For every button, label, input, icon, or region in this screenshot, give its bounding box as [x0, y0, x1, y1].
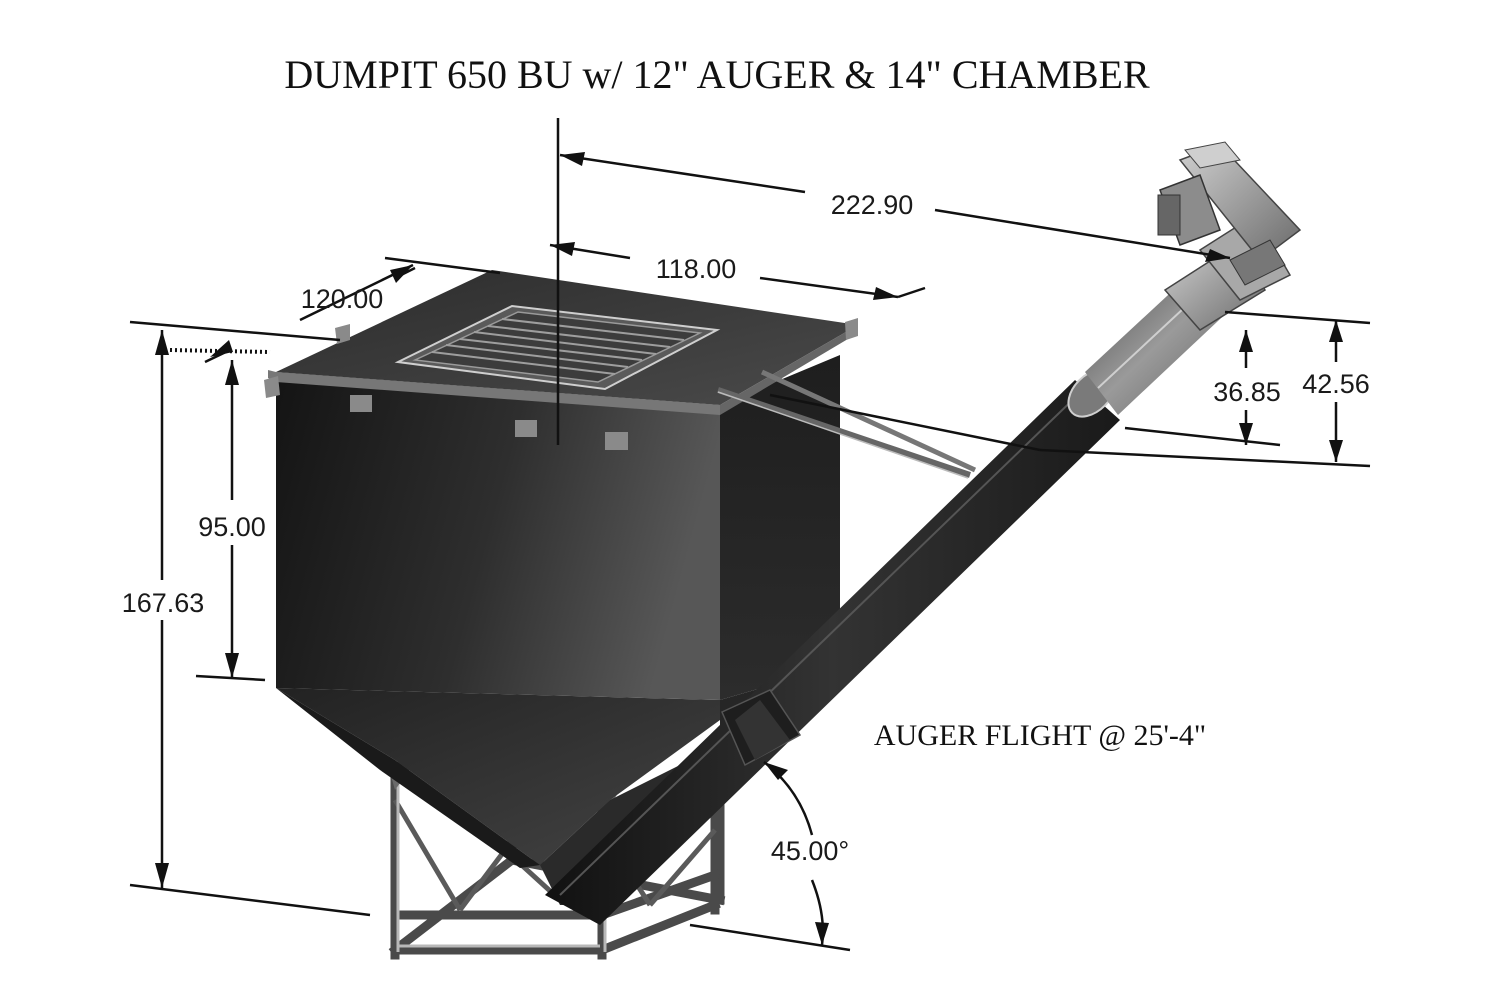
auger-assembly	[545, 141, 1302, 925]
dimension-lines	[129, 118, 1371, 952]
dim-auger-reach: 222.90	[831, 190, 914, 220]
dim-angle: 45.00°	[771, 836, 849, 866]
drawing-title: DUMPIT 650 BU w/ 12" AUGER & 14" CHAMBER	[284, 52, 1150, 97]
dim-box-height: 95.00	[198, 512, 266, 542]
lifting-lugs	[264, 318, 858, 450]
auger-flight-note: AUGER FLIGHT @ 25'-4"	[874, 719, 1206, 752]
dim-depth: 120.00	[301, 284, 384, 314]
dim-overall-height: 167.63	[122, 588, 205, 618]
auger-head	[1157, 141, 1302, 331]
dim-discharge-inner: 36.85	[1213, 377, 1281, 407]
dim-discharge-outer: 42.56	[1302, 369, 1370, 399]
dim-width: 118.00	[656, 254, 737, 284]
hopper-body	[264, 270, 858, 905]
